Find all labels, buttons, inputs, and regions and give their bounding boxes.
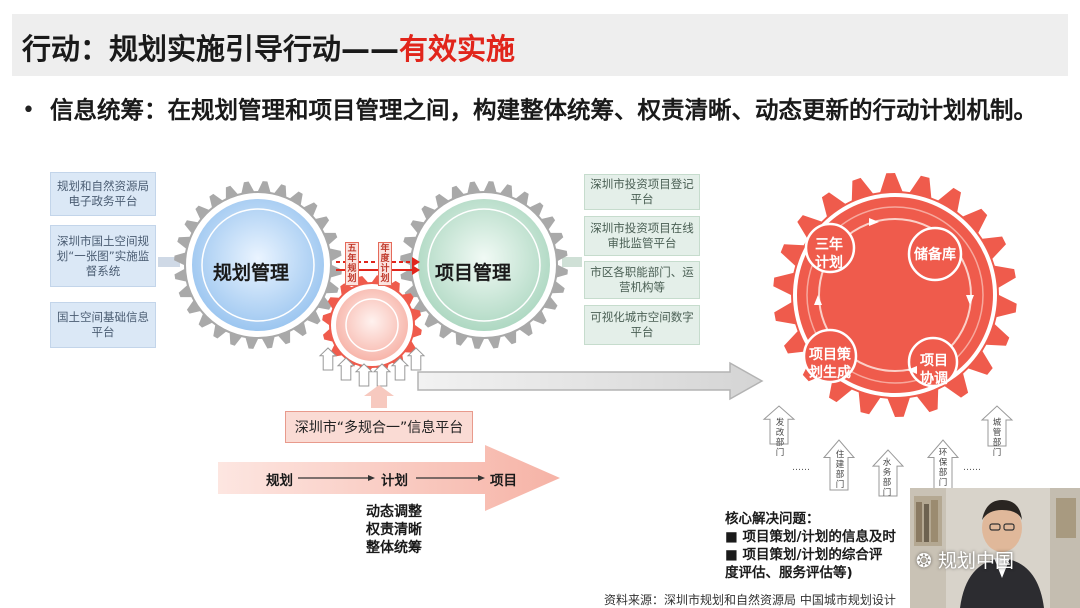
left-platform-basic-info: 国土空间基础信息平台 bbox=[50, 302, 156, 348]
dept-arrow bbox=[318, 347, 338, 371]
gear-inner-ring bbox=[427, 208, 541, 322]
big-dept-arrows bbox=[762, 405, 1014, 497]
cycle-arrowhead bbox=[814, 295, 822, 305]
dept-arrow bbox=[354, 363, 374, 387]
project-gear bbox=[400, 181, 568, 349]
watermark: ❂ 规划中国 bbox=[916, 546, 1014, 573]
dept-arrow bbox=[372, 363, 392, 387]
gear-inner-ring bbox=[345, 298, 399, 352]
cycle-arrowhead bbox=[966, 295, 974, 305]
dept-urban-mgmt: 城管部门 bbox=[992, 418, 1002, 458]
right-platform-approval: 深圳市投资项目在线审批监管平台 bbox=[584, 216, 700, 256]
planning-gear-label: 规划管理 bbox=[213, 262, 290, 284]
right-platform-visual: 可视化城市空间数字平台 bbox=[584, 305, 700, 345]
keyword-list: 动态调整 权责清晰 整体统筹 bbox=[366, 503, 422, 557]
platform-up-arrow bbox=[364, 385, 394, 408]
dept-arrow bbox=[871, 449, 905, 497]
left-platform-one-map: 深圳市国土空间规划“一张图”实施监督系统 bbox=[50, 225, 156, 287]
gear-face bbox=[418, 199, 550, 331]
watermark-text: 规划中国 bbox=[937, 550, 1014, 572]
core-item-1: ■ 项目策划/计划的信息及时 bbox=[725, 529, 896, 545]
dept-arrow bbox=[390, 357, 410, 381]
tag-five-year: 五年规划 bbox=[345, 242, 359, 286]
small-dept-arrows bbox=[318, 347, 426, 387]
gear-face bbox=[336, 289, 408, 361]
title-highlight: 有效实施 bbox=[399, 32, 516, 66]
right-platform-departments: 市区各职能部门、运营机构等 bbox=[584, 261, 700, 299]
three-year-plan-label: 三年计划 bbox=[815, 237, 843, 271]
dept-arrow bbox=[980, 405, 1014, 447]
slide-title: 行动：规划实施引导行动——有效实施 bbox=[22, 26, 515, 68]
dept-dev-reform: 发改部门 bbox=[775, 418, 785, 458]
dept-arrow bbox=[822, 439, 856, 491]
cycle-arrowhead bbox=[869, 218, 879, 226]
big-arrow bbox=[417, 361, 764, 401]
tag-annual: 年度计划 bbox=[378, 242, 392, 286]
dept-ellipsis-left: …… bbox=[792, 463, 810, 473]
project-coordination-label: 项目协调 bbox=[920, 353, 948, 387]
core-problems: 核心解决问题： ■ 项目策划/计划的信息及时 ■ 项目策划/计划的综合评 度评估… bbox=[725, 510, 896, 582]
flow-arrow bbox=[218, 445, 560, 511]
right-platform-registration: 深圳市投资项目登记平台 bbox=[584, 174, 700, 210]
core-item-2-cont: 度评估、服务评估等) bbox=[725, 565, 853, 581]
cycle-arrowhead bbox=[907, 366, 917, 374]
core-item-2: ■ 项目策划/计划的综合评 bbox=[725, 547, 883, 563]
multi-plan-platform: 深圳市“多规合一”信息平台 bbox=[285, 411, 473, 443]
big-red-gear bbox=[773, 173, 1017, 417]
dept-water: 水务部门 bbox=[882, 458, 892, 498]
flow-planning: 规划 bbox=[266, 473, 293, 489]
big-gear-node bbox=[802, 328, 858, 384]
project-generation-label: 项目策划生成 bbox=[809, 347, 851, 381]
presenter-image bbox=[910, 488, 1080, 608]
small-red-gear bbox=[322, 275, 422, 375]
project-gear-label: 项目管理 bbox=[435, 262, 512, 284]
dept-ellipsis-right: …… bbox=[963, 463, 981, 473]
source-note: 资料来源：深圳市规划和自然资源局 中国城市规划设计 bbox=[604, 593, 896, 607]
title-prefix: 行动：规划实施引导行动—— bbox=[22, 32, 400, 66]
reserve-label: 储备库 bbox=[914, 247, 956, 263]
bullet-dot: • bbox=[22, 98, 35, 123]
left-platform-egov: 规划和自然资源局电子政务平台 bbox=[50, 172, 156, 216]
dept-arrow bbox=[762, 405, 796, 445]
dept-arrow bbox=[926, 439, 960, 491]
title-bar: 行动：规划实施引导行动——有效实施 bbox=[12, 14, 1068, 76]
keyword-responsibility: 权责清晰 bbox=[366, 522, 422, 538]
bullet-text: 信息统筹：在规划管理和项目管理之间，构建整体统筹、权责清晰、动态更新的行动计划机… bbox=[50, 96, 1037, 124]
dept-arrow bbox=[336, 357, 356, 381]
dept-housing: 住建部门 bbox=[835, 450, 845, 490]
gear-inner-ring bbox=[806, 206, 984, 384]
keyword-overall: 整体统筹 bbox=[366, 540, 422, 556]
flow-project: 项目 bbox=[490, 473, 517, 489]
keyword-dynamic: 动态调整 bbox=[366, 504, 422, 520]
dept-arrow bbox=[406, 347, 426, 371]
flow-plan: 计划 bbox=[381, 473, 408, 489]
core-heading: 核心解决问题： bbox=[725, 511, 820, 527]
wechat-icon: ❂ bbox=[916, 550, 938, 572]
big-gear-node bbox=[907, 336, 959, 388]
big-gear-node bbox=[907, 226, 963, 282]
planning-gear bbox=[174, 181, 342, 349]
big-gear-node bbox=[804, 222, 856, 274]
dept-environment: 环保部门 bbox=[938, 448, 948, 488]
gear-face bbox=[192, 199, 324, 331]
gear-inner-ring bbox=[201, 208, 315, 322]
presenter-video bbox=[910, 488, 1080, 608]
